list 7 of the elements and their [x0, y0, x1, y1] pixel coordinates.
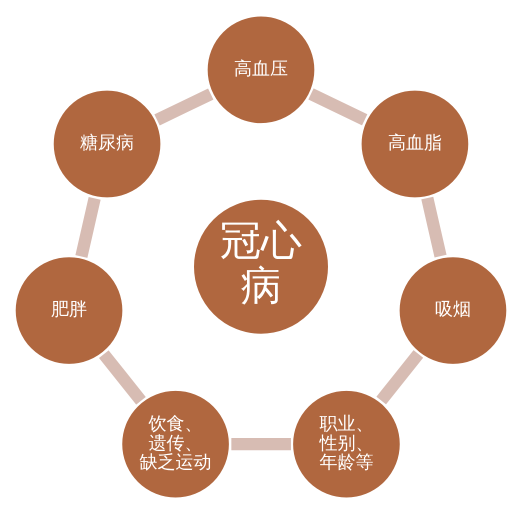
connector	[421, 196, 447, 258]
connector	[99, 350, 146, 404]
connector	[231, 438, 291, 450]
connector	[154, 88, 214, 125]
connector	[308, 88, 368, 125]
connector	[376, 350, 424, 404]
connector	[75, 196, 101, 258]
